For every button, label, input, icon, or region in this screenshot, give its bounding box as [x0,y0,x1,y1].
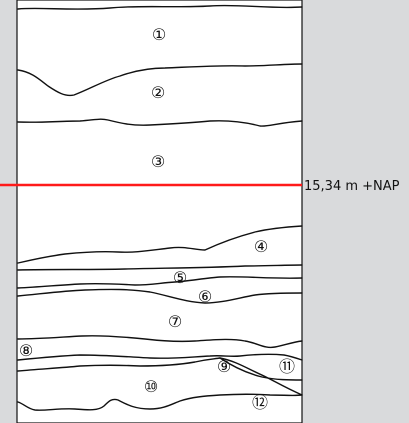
layer-marker-7: ⑦ [168,312,182,331]
layer-marker-11: ⑪ [279,357,295,376]
layer-marker-10: ⑩ [144,377,158,396]
layer-marker-2: ② [151,83,165,102]
boundary-line [17,353,303,361]
layer-marker-9: ⑨ [217,357,231,376]
layer-marker-12: ⑫ [252,393,268,412]
layer-marker-6: ⑥ [198,287,212,306]
layer-marker-5: ⑤ [173,268,187,287]
boundary-line [17,264,303,271]
boundary-line [17,118,303,127]
layer-marker-3: ③ [151,152,165,171]
boundary-line [17,335,303,349]
section-panel [16,0,303,423]
boundary-line [17,393,303,411]
reference-label: 15,34 m +NAP [304,179,400,194]
boundary-line [219,357,303,396]
boundary-line [17,4,303,10]
boundary-line [17,357,303,381]
boundary-line [17,288,303,304]
boundary-line [17,63,303,97]
boundary-line [17,276,303,289]
layer-marker-8: ⑧ [19,341,33,360]
layer-marker-1: ① [152,25,166,44]
boundary-line [17,225,303,264]
layer-marker-4: ④ [254,237,268,256]
